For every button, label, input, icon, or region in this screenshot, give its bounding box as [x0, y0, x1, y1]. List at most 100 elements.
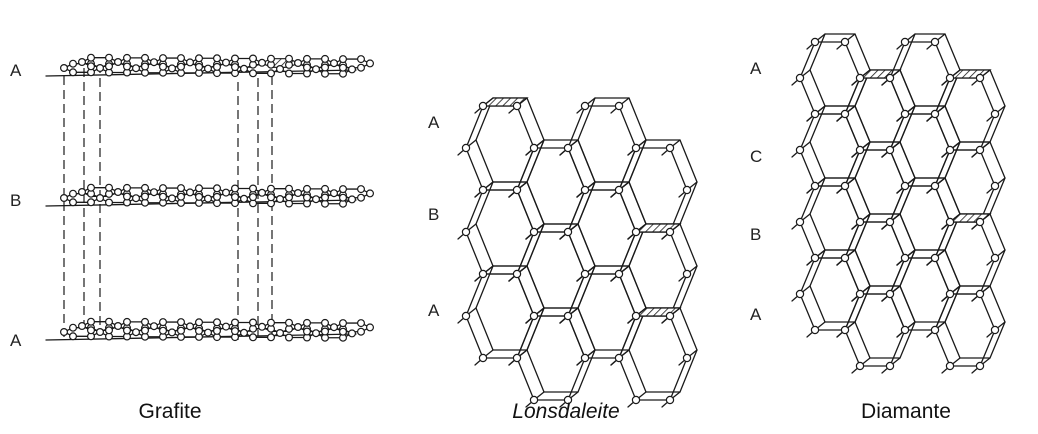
- carbon-atom: [321, 63, 330, 72]
- lonsdaleite-back-ring: [577, 265, 647, 351]
- carbon-atom: [312, 65, 321, 74]
- carbon-atom: [321, 184, 330, 193]
- carbon-atom: [975, 289, 985, 299]
- diamond-ring: [934, 221, 996, 295]
- carbon-atom: [855, 145, 865, 155]
- carbon-atom: [975, 217, 985, 227]
- carbon-atom: [885, 217, 895, 227]
- diamond-back-ring: [944, 69, 1006, 143]
- caption-diamante: Diamante: [861, 400, 951, 423]
- lonsdaleite-back-ring: [475, 265, 545, 351]
- carbon-atom: [113, 188, 122, 197]
- diamond-ring: [934, 77, 996, 151]
- carbon-atom: [855, 361, 865, 371]
- carbon-atom: [900, 325, 910, 335]
- carbon-atom: [68, 323, 77, 332]
- carbon-atom: [186, 58, 195, 67]
- carbon-atom: [285, 69, 294, 78]
- carbon-atom: [631, 143, 641, 153]
- carbon-atom: [348, 329, 357, 338]
- carbon-atom: [258, 322, 267, 331]
- carbon-atom: [339, 319, 348, 328]
- carbon-atom: [795, 289, 805, 299]
- lonsdaleite-back-ring: [628, 223, 698, 309]
- graphite-layer-top: [45, 53, 375, 78]
- carbon-atom: [580, 269, 590, 279]
- carbon-atom: [682, 185, 692, 195]
- carbon-atom: [177, 326, 186, 335]
- carbon-atom: [614, 101, 624, 111]
- carbon-atom: [357, 185, 366, 194]
- carbon-atom: [855, 73, 865, 83]
- carbon-atom: [258, 58, 267, 67]
- carbon-atom: [222, 322, 231, 331]
- carbon-atom: [68, 59, 77, 68]
- carbon-atom: [86, 326, 95, 335]
- carbon-atom: [321, 327, 330, 336]
- carbon-atom: [59, 63, 68, 72]
- carbon-atom: [285, 54, 294, 63]
- carbon-atom: [122, 62, 131, 71]
- carbon-atom: [478, 101, 488, 111]
- carbon-atom: [810, 109, 820, 119]
- carbon-atom: [258, 188, 267, 197]
- carbon-atom: [330, 189, 339, 198]
- carbon-atom: [810, 37, 820, 47]
- carbon-atom: [159, 192, 168, 201]
- carbon-atom: [321, 54, 330, 63]
- carbon-atom: [141, 62, 150, 71]
- lonsdaleite-back-ring: [526, 139, 596, 225]
- carbon-atom: [132, 328, 141, 337]
- diamond-back-ring: [899, 105, 961, 179]
- carbon-atom: [631, 311, 641, 321]
- carbon-atom: [975, 73, 985, 83]
- carbon-atom: [631, 395, 641, 405]
- carbon-atom: [122, 53, 131, 62]
- carbon-atom: [855, 289, 865, 299]
- carbon-atom: [900, 109, 910, 119]
- lonsdaleite-back-ring: [577, 97, 647, 183]
- carbon-atom: [810, 253, 820, 263]
- carbon-atom: [249, 184, 258, 193]
- carbon-atom: [990, 253, 1000, 263]
- diamond-ring: [889, 41, 951, 115]
- carbon-atom: [461, 311, 471, 321]
- carbon-atom: [213, 326, 222, 335]
- carbon-atom: [195, 318, 204, 327]
- carbon-atom: [86, 53, 95, 62]
- carbon-atom: [95, 194, 104, 203]
- carbon-atom: [204, 194, 213, 203]
- carbon-atom: [810, 181, 820, 191]
- diamond-back-ring: [899, 249, 961, 323]
- carbon-atom: [357, 319, 366, 328]
- carbon-atom: [77, 322, 86, 331]
- carbon-atom: [665, 311, 675, 321]
- carbon-atom: [665, 395, 675, 405]
- diamond-back-ring: [854, 69, 916, 143]
- graphite-layer-label-2: B: [10, 191, 21, 210]
- carbon-atom: [529, 227, 539, 237]
- carbon-atom: [141, 192, 150, 201]
- carbon-atom: [614, 185, 624, 195]
- carbon-atom: [231, 54, 240, 63]
- carbon-atom: [195, 62, 204, 71]
- carbon-atom: [339, 63, 348, 72]
- diamond-ring: [799, 185, 861, 259]
- carbon-atom: [132, 194, 141, 203]
- carbon-atom: [231, 63, 240, 72]
- carbon-atom: [563, 311, 573, 321]
- carbon-atom: [285, 193, 294, 202]
- carbon-atom: [682, 353, 692, 363]
- carbon-atom: [276, 195, 285, 204]
- carbon-atom: [77, 188, 86, 197]
- diamond-ring: [799, 113, 861, 187]
- diamond-ring: [934, 149, 996, 223]
- carbon-atom: [213, 62, 222, 71]
- carbon-atom: [930, 181, 940, 191]
- carbon-atom: [213, 54, 222, 63]
- caption-lonsdaleite: Lonsdaleite: [512, 400, 619, 423]
- carbon-atom: [276, 64, 285, 73]
- carbon-atom: [945, 73, 955, 83]
- carbon-atom: [330, 323, 339, 332]
